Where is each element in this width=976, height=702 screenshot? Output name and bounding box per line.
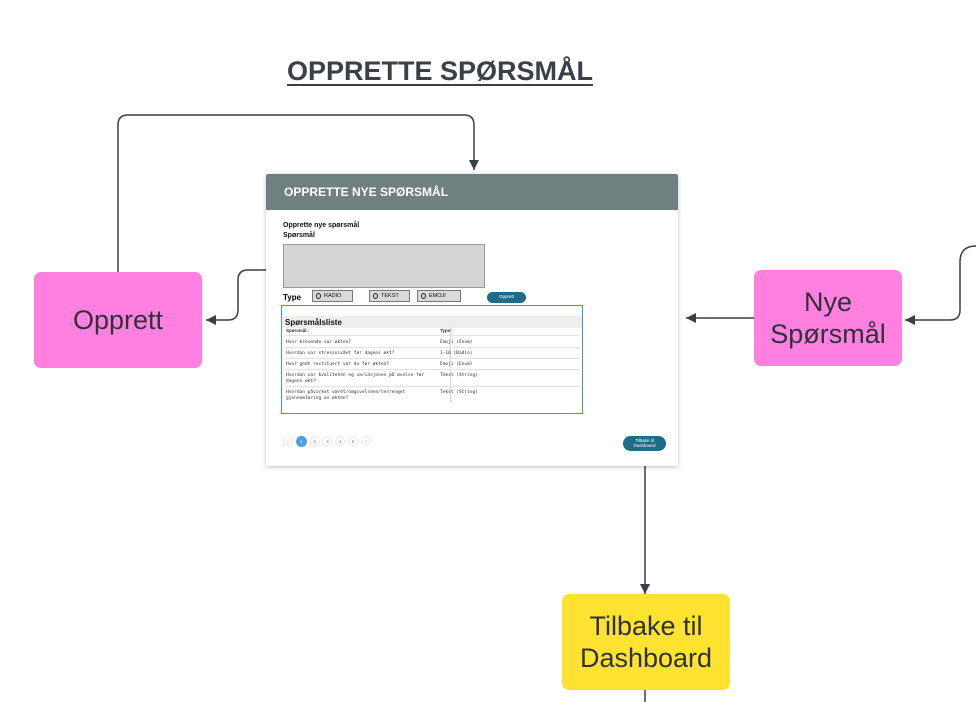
column-divider [450, 326, 451, 402]
list-title: Spørsmålsliste [285, 318, 342, 327]
connector-opprett-to-mockup [117, 114, 479, 272]
pagination-page-1[interactable]: 1 [295, 435, 307, 447]
connector-offscreen-to-nye [905, 245, 976, 325]
pagination-page-5[interactable]: 5 [347, 436, 358, 446]
pagination: ‹ 1 2 3 4 5 › [283, 435, 374, 447]
node-opprett[interactable]: Opprett [34, 272, 202, 368]
pagination-page-4[interactable]: 4 [335, 436, 346, 446]
question-textarea[interactable] [283, 244, 485, 288]
mockup-header: OPPRETTE NYE SPØRSMÅL [266, 174, 678, 210]
pagination-prev-icon[interactable]: ‹ [283, 436, 293, 446]
form-heading: Opprette nye spørsmål [283, 222, 360, 229]
pagination-page-3[interactable]: 3 [322, 436, 333, 446]
radio-circle-icon [316, 293, 321, 299]
table-row[interactable]: Hvordan var kvaliteten og variasjonen på… [285, 371, 579, 387]
question-list: Spørsmålsliste Spørsmål : Type: Hvor kre… [281, 305, 583, 414]
radio-circle-icon [421, 293, 426, 299]
list-title-bar [282, 316, 582, 328]
type-option-emoji[interactable]: EMOJI [417, 290, 461, 302]
node-tilbake-til-dashboard[interactable]: Tilbake til Dashboard [562, 594, 730, 690]
radio-circle-icon [373, 293, 378, 299]
mockup-screen: OPPRETTE NYE SPØRSMÅL Opprette nye spørs… [266, 174, 678, 466]
type-label: Type [283, 293, 302, 302]
diagram-title: OPPRETTE SPØRSMÅL [286, 56, 594, 86]
back-to-dashboard-button[interactable]: Tilbake til Dashboard [623, 436, 666, 451]
table-row[interactable]: Hvordan påvirket været/omgivelsene/terre… [286, 390, 478, 401]
type-option-tekst[interactable]: TEKST [369, 290, 410, 302]
question-label: Spørsmål [283, 232, 315, 239]
table-row[interactable]: Hvordan var stressnivået før dagens økt?… [285, 349, 579, 359]
pagination-next-icon[interactable]: › [360, 436, 371, 446]
table-row[interactable]: Hvor krevende var økten? Emoji (Enum) [285, 338, 579, 348]
node-nye-sporsmal[interactable]: Nye Spørsmål [754, 270, 902, 366]
table-row[interactable]: Hvor godt restituert var du før økten? E… [285, 360, 579, 370]
type-option-radio[interactable]: RADIO [312, 290, 353, 302]
create-button[interactable]: Opprett [487, 292, 526, 303]
pagination-page-2[interactable]: 2 [309, 436, 320, 446]
table-header-row: Spørsmål : Type: [285, 328, 579, 336]
